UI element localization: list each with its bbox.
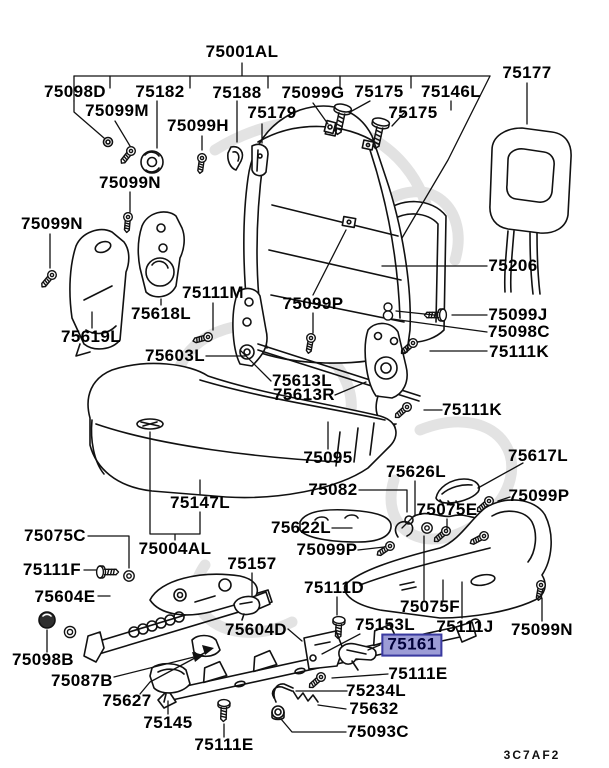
diagram-code: 3C7AF2 [503, 748, 561, 762]
part-label-75234L[interactable]: 75234L [345, 681, 407, 701]
part-label-75145[interactable]: 75145 [143, 713, 193, 733]
part-label-75619L[interactable]: 75619L [60, 327, 122, 347]
part-label-75617L[interactable]: 75617L [507, 446, 569, 466]
part-label-75632[interactable]: 75632 [349, 699, 399, 719]
part-label-75099J[interactable]: 75099J [488, 305, 548, 325]
upper-rail-art [83, 573, 273, 663]
part-label-75147L[interactable]: 75147L [169, 493, 231, 513]
part-label-75161[interactable]: 75161 [381, 633, 443, 657]
part-label-75177[interactable]: 75177 [502, 63, 552, 83]
top-small-parts-art [102, 119, 337, 177]
part-label-75188[interactable]: 75188 [212, 83, 262, 103]
part-label-75099P-3[interactable]: 75099P [296, 540, 358, 560]
part-label-75604E[interactable]: 75604E [34, 587, 96, 607]
part-label-75111D[interactable]: 75111D [303, 578, 365, 598]
part-label-75099H[interactable]: 75099H [167, 116, 229, 136]
part-label-75604D[interactable]: 75604D [225, 620, 287, 640]
part-label-75111F[interactable]: 75111F [22, 560, 82, 580]
part-label-75111K-2[interactable]: 75111K [441, 400, 503, 420]
part-label-75095[interactable]: 75095 [303, 448, 353, 468]
recliner-cover-plates-art [69, 211, 185, 357]
part-label-75626L[interactable]: 75626L [385, 462, 447, 482]
part-label-75001AL[interactable]: 75001AL [205, 42, 279, 62]
part-label-75098C[interactable]: 75098C [488, 322, 550, 342]
part-label-75182[interactable]: 75182 [135, 82, 185, 102]
part-label-75206[interactable]: 75206 [488, 256, 538, 276]
part-label-75111J[interactable]: 75111J [436, 617, 494, 637]
part-label-75093C[interactable]: 75093C [347, 722, 409, 742]
part-label-75157[interactable]: 75157 [227, 554, 277, 574]
part-label-75075C[interactable]: 75075C [24, 526, 86, 546]
part-label-75082[interactable]: 75082 [308, 480, 358, 500]
parts-line-art [37, 101, 572, 723]
part-label-75087B[interactable]: 75087B [51, 671, 113, 691]
handle-bracket-art [435, 478, 480, 506]
part-label-75075E[interactable]: 75075E [416, 500, 478, 520]
part-label-75099N-3[interactable]: 75099N [511, 620, 573, 640]
part-label-75111M[interactable]: 75111M [182, 283, 244, 303]
latch-cluster-art [271, 630, 377, 721]
part-label-75618L[interactable]: 75618L [130, 304, 192, 324]
part-label-75175-2[interactable]: 75175 [388, 103, 438, 123]
part-label-75603L[interactable]: 75603L [144, 346, 206, 366]
part-label-75627[interactable]: 75627 [102, 691, 152, 711]
part-label-75004AL[interactable]: 75004AL [138, 539, 212, 559]
part-label-75099P-1[interactable]: 75099P [282, 294, 344, 314]
part-label-75146L[interactable]: 75146L [420, 82, 482, 102]
part-label-75098B[interactable]: 75098B [12, 650, 74, 670]
seat-cushion-art [87, 362, 397, 499]
side-shield-art [343, 499, 552, 619]
part-label-75153L[interactable]: 75153L [354, 615, 416, 635]
part-label-75099P-2[interactable]: 75099P [508, 486, 570, 506]
part-label-75099G[interactable]: 75099G [281, 83, 345, 103]
part-label-75111E-2[interactable]: 75111E [194, 735, 254, 755]
part-label-75175-1[interactable]: 75175 [354, 82, 404, 102]
part-label-75099N-2[interactable]: 75099N [21, 214, 83, 234]
leader-lines [46, 62, 543, 738]
part-label-75099N-1[interactable]: 75099N [99, 173, 161, 193]
part-label-75075F[interactable]: 75075F [399, 597, 461, 617]
part-label-75613R[interactable]: 75613R [273, 385, 335, 405]
part-label-75111E-1[interactable]: 75111E [388, 664, 448, 684]
headrest-art [489, 127, 572, 295]
part-label-75179[interactable]: 75179 [247, 103, 297, 123]
part-label-75613L[interactable]: 75613L [271, 371, 333, 391]
part-label-75111K-1[interactable]: 75111K [488, 342, 550, 362]
clip-75157-art [233, 595, 261, 621]
part-label-75098D[interactable]: 75098D [44, 82, 106, 102]
recliner-bracket-left-art [232, 287, 421, 402]
lumbar-parts-art [299, 508, 491, 543]
part-label-75622L[interactable]: 75622L [270, 518, 332, 538]
part-label-75099M[interactable]: 75099M [85, 101, 149, 121]
